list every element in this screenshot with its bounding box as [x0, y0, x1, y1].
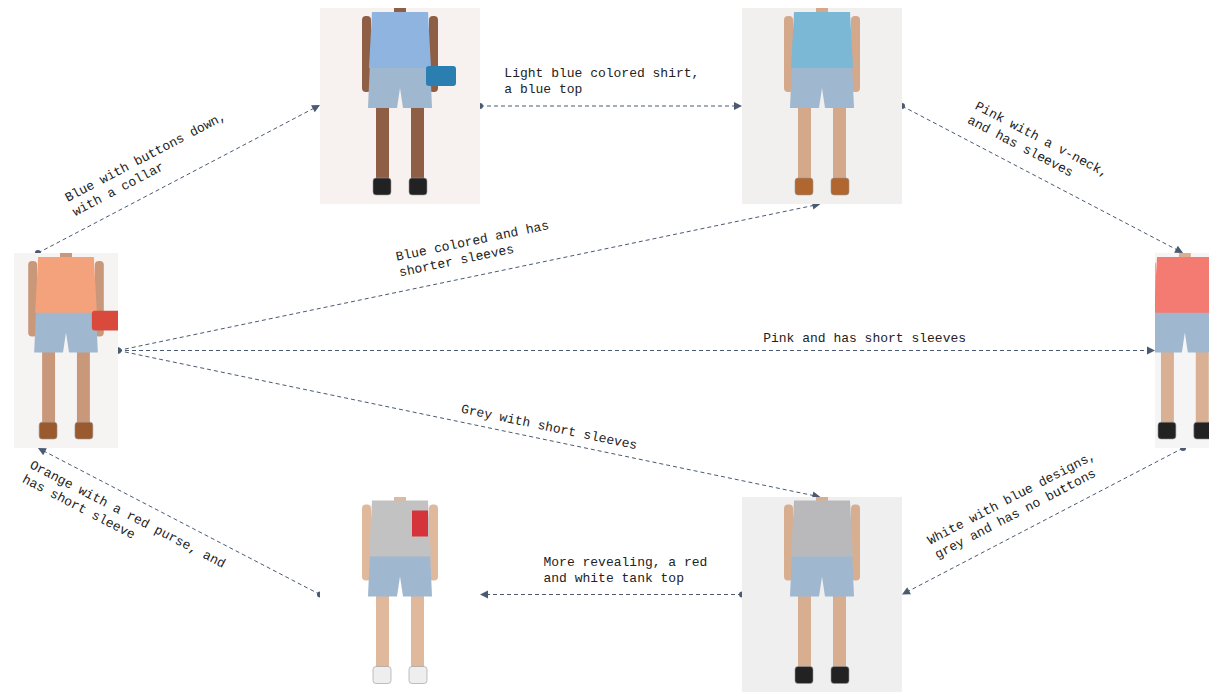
shoe — [75, 422, 93, 439]
top — [35, 257, 97, 313]
dashed-connector — [902, 445, 1186, 595]
leg — [411, 100, 424, 182]
shorts — [790, 62, 854, 108]
top — [791, 12, 853, 68]
dashed-connector — [477, 102, 742, 110]
arrowhead — [311, 105, 320, 112]
connector-line — [44, 451, 320, 594]
leg — [42, 345, 55, 427]
dashed-connector — [115, 202, 820, 354]
connector-line — [118, 350, 1148, 351]
connector-line — [118, 351, 814, 496]
edge-label: More revealing, a red and white tank top — [544, 555, 716, 587]
shoe — [1158, 422, 1176, 439]
leg — [1196, 345, 1209, 427]
arrowhead — [1174, 246, 1183, 253]
shoe — [1194, 422, 1209, 439]
connector-line — [908, 448, 1183, 591]
photo-background — [320, 8, 480, 204]
shorts — [34, 307, 98, 353]
edge-label: Blue colored and has shorter sleeves — [394, 216, 561, 281]
shoe — [409, 178, 427, 195]
shoe — [795, 178, 813, 195]
dashed-connector — [480, 591, 745, 599]
leg — [411, 589, 424, 671]
shoe — [831, 178, 849, 195]
leg — [77, 345, 90, 427]
photo-background — [320, 497, 480, 692]
edge-label: Orange with a red purse, and has short s… — [20, 457, 236, 590]
photo-figure — [320, 8, 480, 204]
top — [791, 501, 853, 557]
top — [369, 501, 431, 557]
connector-line — [487, 594, 742, 595]
arrowhead — [38, 448, 47, 455]
connector-line — [902, 106, 1177, 250]
dashed-connector — [38, 448, 323, 598]
edge-label: Pink and has short sleeves — [763, 331, 966, 347]
arrowhead — [1147, 347, 1155, 355]
top-detail — [412, 511, 428, 537]
photo-background — [1155, 253, 1209, 448]
photo-node — [742, 8, 902, 204]
photo-figure — [14, 253, 118, 448]
top — [1155, 257, 1209, 313]
connector-line — [38, 108, 314, 253]
top — [369, 12, 431, 68]
shoe — [409, 667, 427, 684]
shoe — [39, 422, 57, 439]
photo-background — [14, 253, 118, 448]
photo-node — [320, 497, 480, 692]
edge-label: White with blue designs, grey and has no… — [925, 445, 1113, 564]
photo-node — [14, 253, 118, 448]
leg — [376, 100, 389, 182]
photo-node — [320, 8, 480, 204]
photo-background — [742, 497, 902, 692]
photo-node — [1155, 253, 1209, 448]
shoe — [373, 667, 391, 684]
purse — [92, 311, 118, 331]
photo-background — [742, 8, 902, 204]
edge-label: Pink with a v-neck, and has sleeves — [964, 99, 1117, 200]
shorts — [790, 551, 854, 597]
arrowhead — [902, 587, 911, 594]
photo-figure — [320, 497, 480, 692]
photo-figure — [742, 8, 902, 204]
shoe — [831, 667, 849, 684]
leg — [798, 589, 811, 671]
dashed-connector — [115, 348, 820, 500]
photo-figure — [742, 497, 902, 692]
shorts — [1155, 307, 1209, 353]
leg — [1161, 345, 1174, 427]
leg — [798, 100, 811, 182]
shoe — [373, 178, 391, 195]
leg — [833, 100, 846, 182]
shorts — [368, 551, 432, 597]
edge-label: Blue with buttons down, with a collar — [62, 106, 243, 221]
dashed-connector — [899, 103, 1183, 253]
connector-line — [480, 106, 735, 107]
edge-label: Light blue colored shirt, a blue top — [504, 66, 707, 98]
shorts — [368, 62, 432, 108]
leg — [376, 589, 389, 671]
leg — [833, 589, 846, 671]
edge-label: Grey with short sleeves — [459, 402, 638, 454]
photo-node — [742, 497, 902, 692]
dashed-connector — [35, 105, 320, 256]
photo-figure — [1155, 253, 1209, 448]
shoe — [795, 667, 813, 684]
arrowhead — [734, 102, 742, 110]
connector-line — [118, 205, 814, 350]
purse — [426, 66, 456, 86]
arrowhead — [480, 591, 488, 599]
dashed-connector — [115, 347, 1155, 355]
